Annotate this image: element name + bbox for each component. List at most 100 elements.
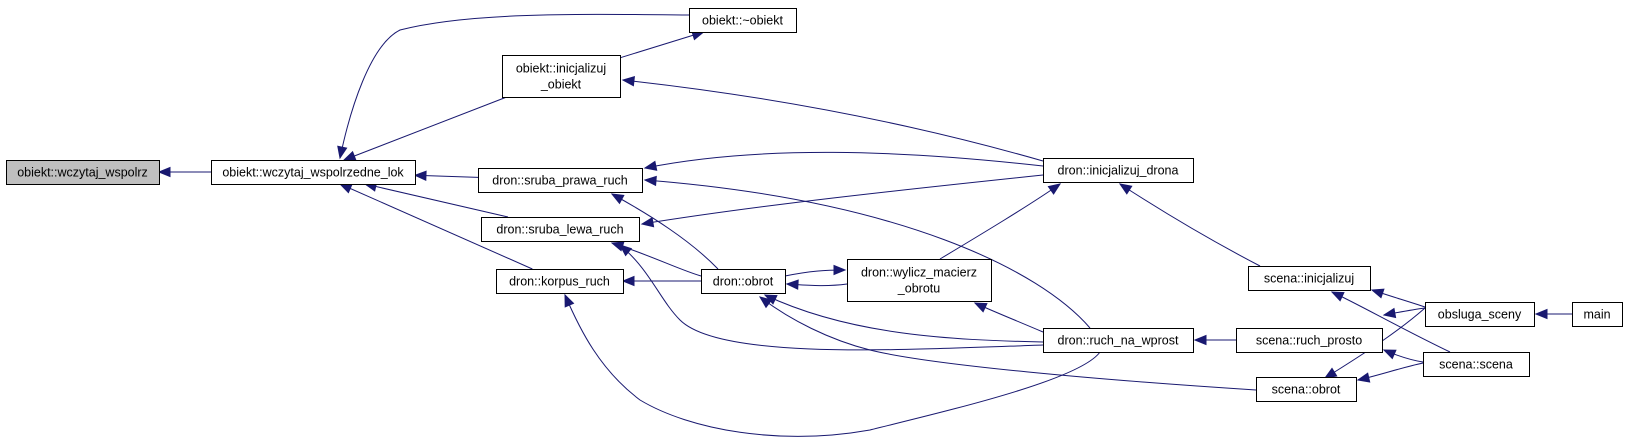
call-edge-line	[564, 294, 1101, 437]
node-destr[interactable]: obiekt::~obiekt	[689, 8, 797, 33]
node-box	[1572, 302, 1623, 327]
call-edge-line	[339, 13, 690, 159]
call-edge-line	[622, 79, 1044, 162]
node-sc-init[interactable]: scena::inicjalizuj	[1248, 266, 1371, 291]
node-label: dron::ruch_na_wprost	[1058, 334, 1179, 348]
call-edge-korpus-to-wczytaj_lok	[338, 183, 533, 270]
node-box	[6, 160, 160, 185]
node-box	[1043, 158, 1194, 183]
arrowhead-icon	[342, 150, 357, 161]
node-label: scena::obrot	[1272, 383, 1341, 397]
call-edge-obrot-to-korpus	[621, 275, 701, 287]
call-edge-line	[619, 31, 704, 59]
node-label: scena::inicjalizuj	[1264, 272, 1354, 286]
call-edge-line	[939, 183, 1061, 260]
node-box	[1043, 328, 1194, 353]
call-edge-init_obiekt-to-wczytaj_lok	[342, 96, 507, 161]
node-korpus[interactable]: dron::korpus_ruch	[496, 269, 624, 294]
call-edge-line	[1119, 183, 1261, 267]
node-label: obiekt::wczytaj_wspolrzedne_lok	[222, 166, 404, 180]
call-edge-destr-to-wczytaj_lok	[337, 13, 690, 160]
call-edge-sc_scena-to-sc_obrot	[1356, 362, 1424, 383]
node-init-obiekt[interactable]: obiekt::inicjalizuj_obiekt	[502, 55, 621, 98]
node-obsluga[interactable]: obsluga_sceny	[1425, 302, 1535, 327]
arrowhead-icon	[1534, 308, 1548, 320]
call-edge-line	[339, 183, 533, 270]
call-edge-macierz-to-init_drona	[939, 183, 1062, 260]
node-box	[1248, 266, 1371, 291]
arrowhead-icon	[157, 166, 171, 178]
call-edge-init_drona-to-init_obiekt	[621, 76, 1044, 162]
node-box	[478, 168, 643, 193]
node-box	[502, 55, 621, 98]
arrowhead-icon	[1047, 183, 1062, 195]
arrowhead-icon	[973, 302, 988, 313]
call-edge-main-to-obsluga	[1534, 308, 1572, 320]
node-sruba-prawa[interactable]: dron::sruba_prawa_ruch	[478, 168, 643, 193]
node-label: scena::scena	[1439, 358, 1513, 372]
call-edge-ruch_wprost-to-obrot	[763, 294, 1044, 343]
call-edge-sc_init-to-init_drona	[1118, 183, 1261, 267]
node-box	[1236, 328, 1383, 353]
call-edge-obrot-to-sruba_prawa	[610, 193, 719, 270]
node-main[interactable]: main	[1572, 302, 1623, 327]
call-edge-sc_scena-to-sc_init	[1330, 291, 1451, 353]
arrowhead-icon	[758, 296, 773, 309]
node-macierz[interactable]: dron::wylicz_macierz_obrotu	[847, 259, 992, 302]
call-edge-line	[619, 244, 1044, 351]
arrowhead-icon	[1370, 288, 1385, 299]
arrowhead-icon	[564, 293, 575, 308]
call-edge-obrot-to-sruba_lewa	[610, 241, 702, 277]
call-edges	[157, 13, 1572, 437]
call-edge-ruch_wprost-to-korpus	[564, 293, 1101, 437]
arrowhead-icon	[833, 264, 847, 276]
node-label: dron::wylicz_macierz	[861, 266, 977, 280]
call-edge-line	[364, 183, 509, 218]
node-box	[481, 217, 640, 242]
arrowhead-icon	[1382, 349, 1397, 360]
call-edge-line	[644, 179, 1091, 329]
node-wczytaj-lok[interactable]: obiekt::wczytaj_wspolrzedne_lok	[211, 160, 416, 185]
call-edge-obsluga-to-sc_ruch	[1382, 307, 1426, 319]
arrowhead-icon	[610, 241, 625, 252]
node-init-drona[interactable]: dron::inicjalizuj_drona	[1043, 158, 1194, 183]
node-box	[496, 269, 624, 294]
call-edge-macierz-to-obrot	[785, 279, 848, 290]
arrowhead-icon	[1330, 291, 1345, 302]
node-label: dron::korpus_ruch	[509, 275, 610, 289]
arrowhead-icon	[618, 244, 633, 257]
node-sruba-lewa[interactable]: dron::sruba_lewa_ruch	[481, 217, 640, 242]
node-obrot[interactable]: dron::obrot	[701, 269, 786, 294]
node-label: _obiekt	[540, 78, 582, 92]
node-box	[1423, 352, 1530, 377]
call-edge-line	[764, 294, 1044, 343]
call-edge-obsluga-to-sc_init	[1370, 288, 1426, 308]
arrowhead-icon	[643, 160, 658, 171]
node-sc-scena[interactable]: scena::scena	[1423, 352, 1530, 377]
call-edge-line	[759, 296, 1257, 391]
call-edge-ruch_wprost-to-macierz	[973, 302, 1044, 333]
arrowhead-icon	[1323, 367, 1338, 379]
node-label: dron::sruba_prawa_ruch	[492, 174, 628, 188]
call-edge-line	[611, 193, 719, 270]
arrowhead-icon	[1382, 307, 1397, 319]
node-ruch-wprost[interactable]: dron::ruch_na_wprost	[1043, 328, 1194, 353]
node-sc-obrot[interactable]: scena::obrot	[1256, 377, 1357, 402]
arrowhead-icon	[643, 175, 657, 187]
arrowhead-icon	[610, 193, 625, 205]
node-label: dron::obrot	[713, 275, 774, 289]
call-edge-init_obiekt-to-destr	[619, 30, 705, 59]
arrowhead-icon	[640, 216, 655, 228]
node-sc-ruch[interactable]: scena::ruch_prosto	[1236, 328, 1383, 353]
call-edge-line	[611, 242, 702, 277]
node-label: obiekt::inicjalizuj	[516, 62, 606, 76]
arrowhead-icon	[621, 275, 635, 287]
node-box	[1256, 377, 1357, 402]
node-box	[211, 160, 416, 185]
call-edge-sruba_prawa-to-wczytaj_lok	[413, 170, 479, 181]
arrowhead-icon	[785, 279, 799, 290]
arrowhead-icon	[413, 170, 427, 181]
node-label: dron::sruba_lewa_ruch	[496, 223, 623, 237]
node-box	[701, 269, 786, 294]
node-root: obiekt::wczytaj_wspolrz	[6, 160, 160, 185]
